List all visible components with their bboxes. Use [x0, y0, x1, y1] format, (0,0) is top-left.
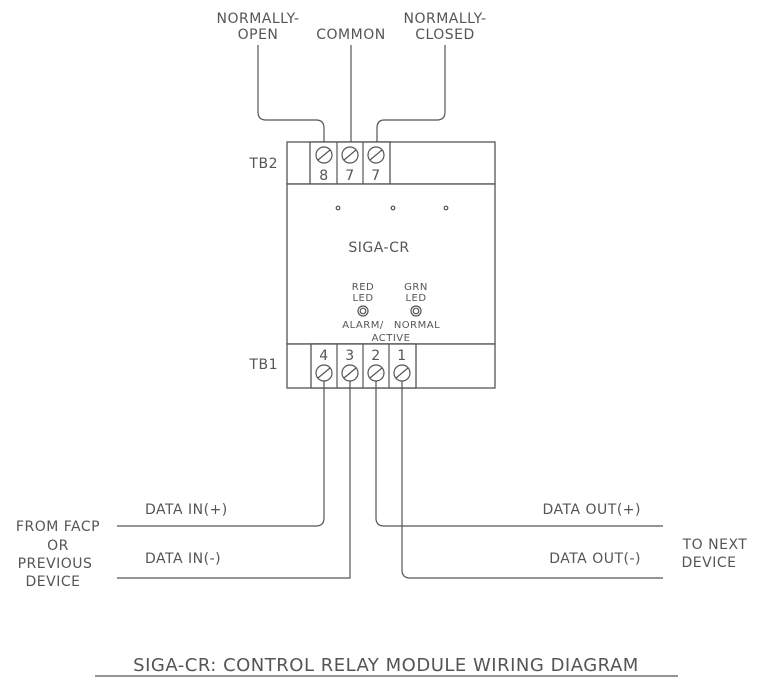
tb2-screw-7-common — [341, 146, 359, 164]
tb1-terminal-number: 4 — [319, 348, 328, 364]
from-facp-label-line3: PREVIOUS — [18, 556, 93, 572]
tb2-terminal-number: 7 — [371, 168, 380, 184]
from-facp-label-line2: OR — [47, 538, 69, 554]
normally-closed-label-line2: CLOSED — [415, 27, 475, 43]
data-in-minus-wire — [117, 381, 351, 579]
tb2-terminal-number: 8 — [319, 168, 328, 184]
mount-hole — [443, 205, 449, 211]
data-in-minus-label: DATA IN(-) — [145, 551, 221, 567]
module-name: SIGA-CR — [348, 240, 409, 256]
tb1-terminal-number: 3 — [345, 348, 354, 364]
tb1-label: TB1 — [248, 357, 278, 373]
normal-label: NORMAL — [394, 320, 440, 331]
green-led-label-line1: GRN — [404, 282, 428, 293]
data-out-minus-wire — [401, 381, 663, 579]
data-out-minus-label: DATA OUT(-) — [549, 551, 641, 567]
normally-open-label-line1: NORMALLY- — [216, 11, 299, 27]
data-in-plus-label: DATA IN(+) — [145, 502, 228, 518]
from-facp-label-line4: DEVICE — [26, 574, 81, 590]
normally-closed-wire — [376, 45, 446, 146]
green-led-icon — [410, 305, 422, 317]
normally-closed-label-line1: NORMALLY- — [403, 11, 486, 27]
to-next-device-label-line2: DEVICE — [682, 555, 737, 571]
tb2-label: TB2 — [248, 156, 278, 172]
from-facp-label-line1: FROM FACP — [16, 519, 100, 535]
diagram-title: SIGA-CR: CONTROL RELAY MODULE WIRING DIA… — [133, 655, 639, 676]
mount-hole — [335, 205, 341, 211]
tb2-screw-8 — [315, 146, 333, 164]
red-led-label-line2: LED — [352, 293, 373, 304]
mount-hole — [390, 205, 396, 211]
red-led-label-line1: RED — [352, 282, 374, 293]
data-in-plus-wire — [117, 381, 325, 527]
tb1-terminal-number: 1 — [397, 348, 406, 364]
normally-open-wire — [257, 45, 325, 146]
green-led-label-line2: LED — [405, 293, 426, 304]
data-out-plus-wire — [375, 381, 663, 527]
data-out-plus-label: DATA OUT(+) — [543, 502, 642, 518]
alarm-active-label-line1: ALARM/ — [342, 320, 384, 331]
normally-open-label-line2: OPEN — [238, 27, 279, 43]
alarm-active-label-line2: ACTIVE — [372, 333, 411, 344]
red-led-icon — [357, 305, 369, 317]
tb2-terminal-number: 7 — [345, 168, 354, 184]
to-next-device-label-line1: TO NEXT — [682, 537, 748, 553]
common-label: COMMON — [316, 27, 385, 43]
tb1-terminal-number: 2 — [371, 348, 380, 364]
tb2-screw-7-closed — [367, 146, 385, 164]
